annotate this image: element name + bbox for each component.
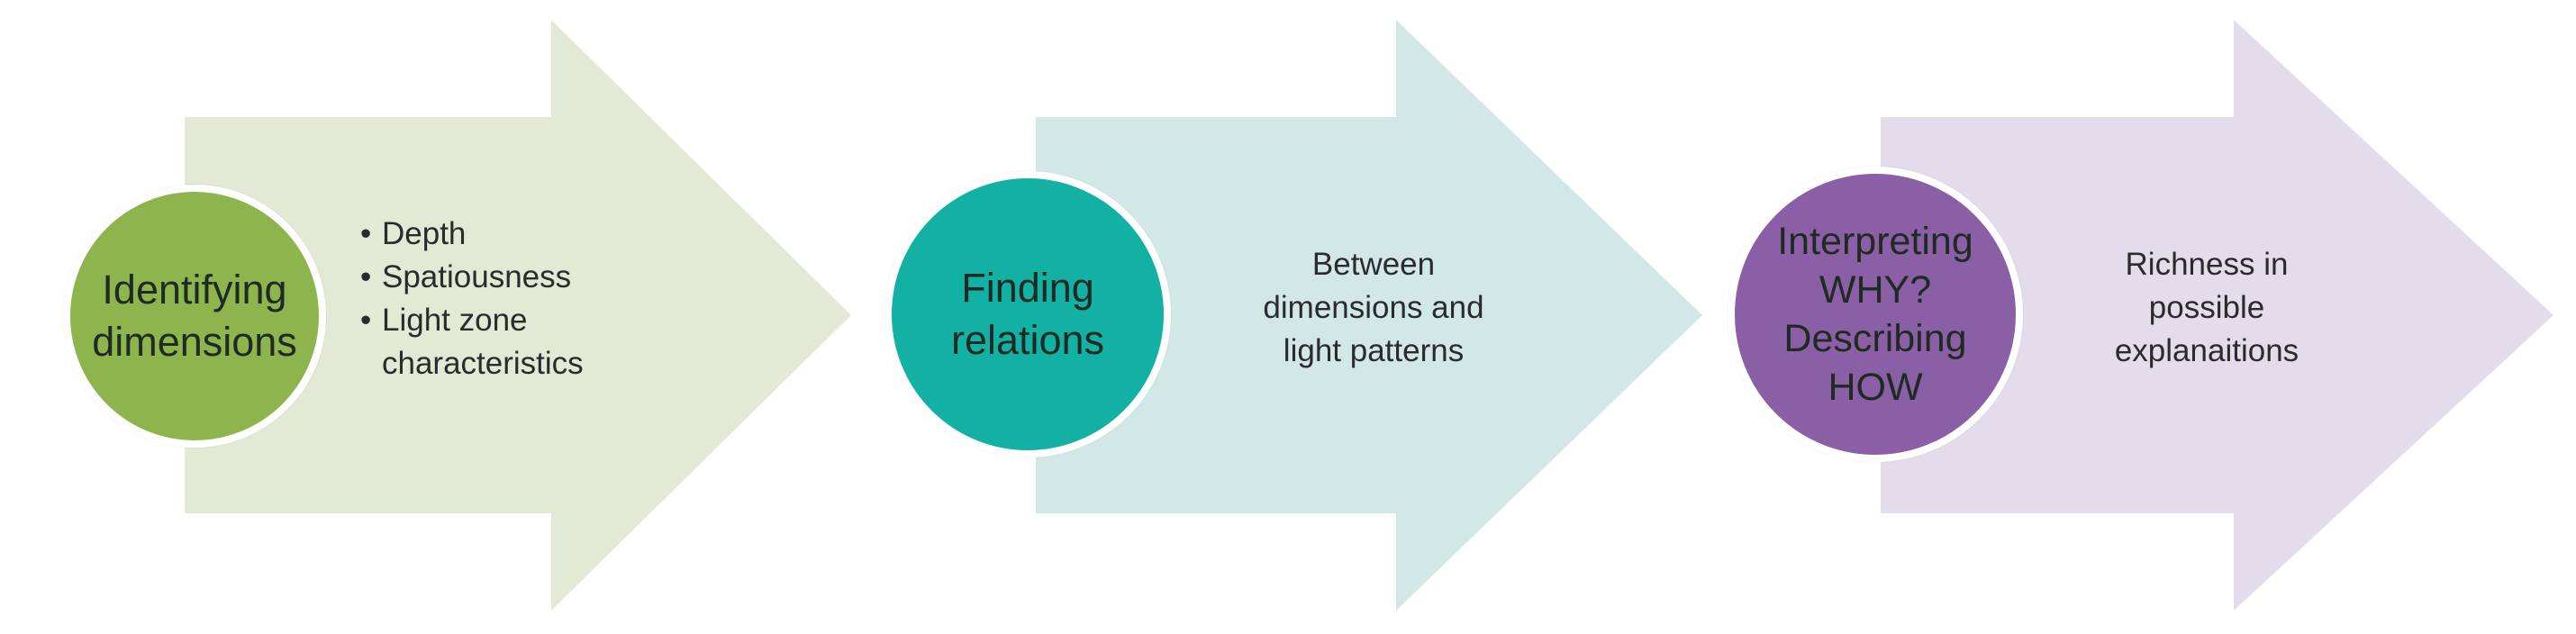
- step-3-description: Richness in possible explanaitions: [2063, 243, 2351, 373]
- bullet-spatiousness: Spatiousness: [360, 256, 667, 299]
- step-2-title-line-1: Finding: [961, 265, 1094, 311]
- bullet-light-zone: Light zone characteristics: [360, 299, 667, 385]
- step-3-desc-line-2: possible: [2148, 290, 2265, 325]
- step-3-desc-line-1: Richness in: [2125, 247, 2289, 282]
- step-2-desc-line-3: light patterns: [1283, 333, 1465, 368]
- step-3-title-line-3: Describing: [1783, 317, 1967, 360]
- step-2-description: Between dimensions and light patterns: [1220, 243, 1527, 373]
- step-2-desc-line-1: Between: [1311, 247, 1436, 282]
- step-3-title-line-1: Interpreting: [1777, 220, 1973, 263]
- step-2-circle: Finding relations: [884, 171, 1171, 457]
- step-1-title-line-2: dimensions: [92, 319, 297, 365]
- step-3-title-line-4: HOW: [1828, 366, 1923, 409]
- step-2-arrow: [1036, 20, 1702, 611]
- step-2-desc-line-2: dimensions and: [1263, 290, 1484, 325]
- step-2-title-line-2: relations: [950, 317, 1105, 363]
- step-3-arrow: [1881, 20, 2553, 611]
- bullet-light-zone-line-1: Light zone: [382, 303, 528, 338]
- step-1-title-line-1: Identifying: [102, 267, 287, 312]
- step-1-description: Depth Spatiousness Light zone characteri…: [360, 213, 667, 385]
- bullet-depth: Depth: [360, 213, 667, 256]
- step-3-desc-line-3: explanaitions: [2114, 333, 2299, 368]
- bullet-light-zone-line-2: characteristics: [382, 346, 584, 381]
- step-2-title: Finding relations: [935, 262, 1120, 367]
- step-1-circle: Identifying dimensions: [63, 185, 326, 448]
- step-1-title: Identifying dimensions: [76, 264, 313, 368]
- step-3-circle: Interpreting WHY? Describing HOW: [1728, 167, 2023, 462]
- step-3-title: Interpreting WHY? Describing HOW: [1761, 217, 1990, 412]
- step-3-title-line-2: WHY?: [1819, 268, 1932, 312]
